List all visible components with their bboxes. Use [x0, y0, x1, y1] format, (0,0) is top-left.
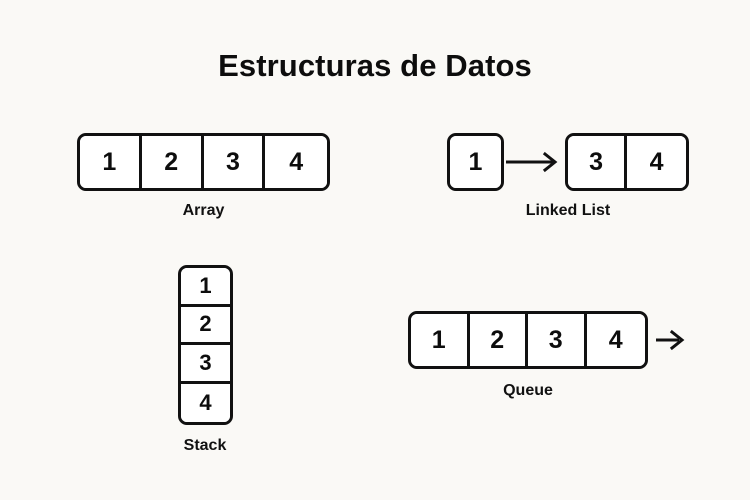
queue-caption: Queue — [503, 382, 553, 399]
stack-caption: Stack — [183, 437, 227, 454]
linked-list-cell: 4 — [627, 136, 686, 188]
array-caption: Array — [182, 202, 225, 219]
array-structure: 1 2 3 4 — [77, 133, 330, 191]
stack-cell: 4 — [181, 383, 230, 422]
linked-list-caption: Linked List — [525, 202, 611, 219]
stack-structure: 1 2 3 4 — [178, 265, 233, 425]
queue-cell: 1 — [411, 314, 470, 366]
array-cell: 3 — [203, 136, 266, 188]
arrow-right-icon — [506, 151, 558, 173]
stack-cell: 2 — [181, 306, 230, 346]
stack-cell: 3 — [181, 345, 230, 384]
array-cell: 1 — [80, 136, 142, 188]
stack-cell: 1 — [181, 268, 230, 307]
linked-list-cell: 3 — [568, 136, 628, 188]
arrow-right-icon — [656, 329, 685, 351]
linked-list-tail-nodes: 3 4 — [565, 133, 689, 191]
queue-cell: 3 — [528, 314, 587, 366]
array-cell: 4 — [265, 136, 327, 188]
linked-list-head-node: 1 — [447, 133, 504, 191]
page-title: Estructuras de Datos — [218, 48, 532, 83]
array-cell: 2 — [141, 136, 204, 188]
linked-list-cell: 1 — [450, 136, 501, 188]
queue-structure: 1 2 3 4 — [408, 311, 648, 369]
queue-cell: 2 — [469, 314, 528, 366]
queue-cell: 4 — [586, 314, 645, 366]
